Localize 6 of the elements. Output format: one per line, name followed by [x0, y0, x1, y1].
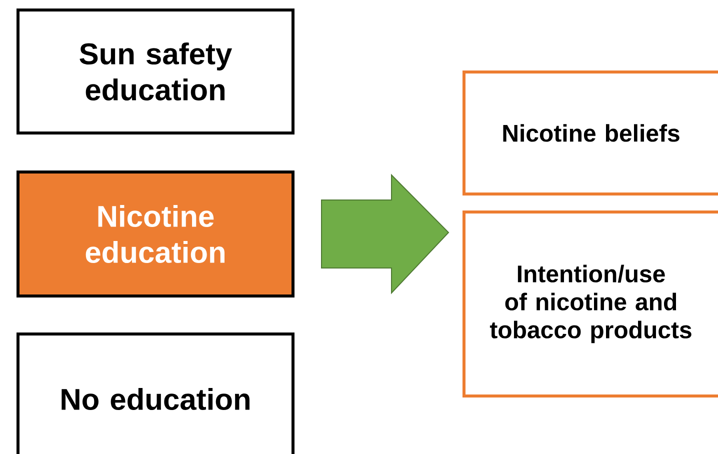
highlighted-box: Nicotine education — [16, 170, 294, 298]
process-box: No education — [16, 332, 294, 454]
process-box: Sun safety education — [16, 8, 294, 134]
outcome-box: Intention/use of nicotine and tobacco products — [462, 210, 718, 398]
outcome-box: Nicotine beliefs — [462, 70, 718, 196]
block-arrow — [321, 174, 450, 294]
